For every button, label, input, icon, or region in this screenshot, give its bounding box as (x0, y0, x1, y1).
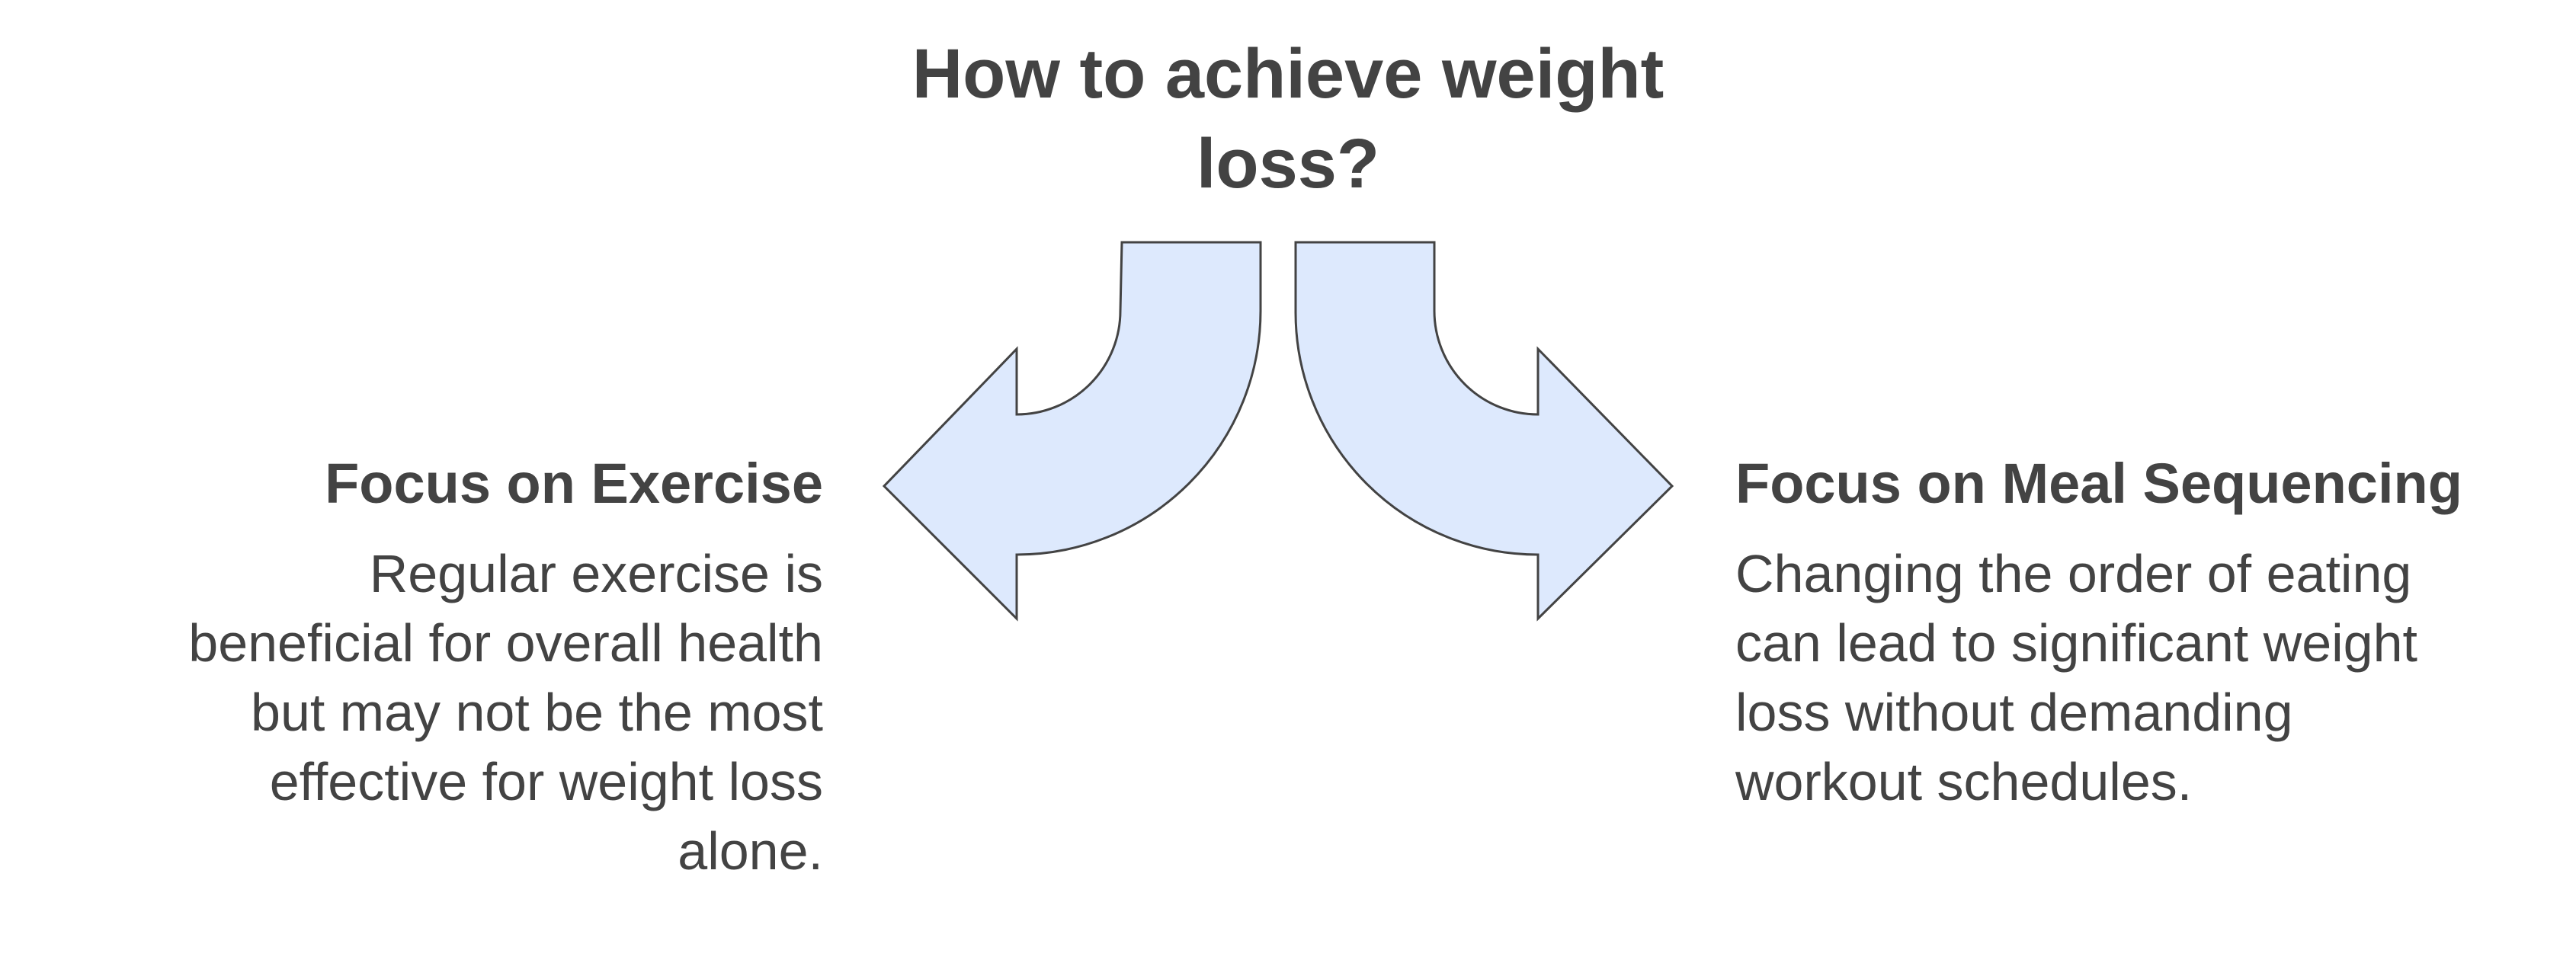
diagram-title: How to achieve weight loss? (793, 29, 1783, 209)
branch-meal-sequencing-line: loss without demanding (1735, 683, 2293, 742)
branch-exercise-line: beneficial for overall health (188, 613, 823, 673)
branch-meal-sequencing-line: can lead to significant weight (1735, 613, 2417, 673)
branch-meal-sequencing-description: Changing the order of eating can lead to… (1735, 539, 2498, 817)
branch-exercise-line: Regular exercise is (369, 544, 823, 603)
branch-meal-sequencing-line: workout schedules. (1735, 752, 2193, 811)
right-curved-arrow-icon (1294, 241, 1674, 622)
branch-meal-sequencing-line: Changing the order of eating (1735, 544, 2412, 603)
branch-exercise-line: alone. (678, 821, 823, 881)
branch-exercise-heading: Focus on Exercise (325, 452, 823, 515)
branch-exercise-line: but may not be the most (251, 683, 823, 742)
title-line-1: How to achieve weight (912, 35, 1664, 113)
branch-exercise-description: Regular exercise is beneficial for overa… (61, 539, 823, 886)
branch-meal-sequencing: Focus on Meal Sequencing Changing the or… (1735, 448, 2498, 817)
branch-exercise-line: effective for weight loss (269, 752, 823, 811)
title-line-2: loss? (1196, 125, 1380, 203)
left-curved-arrow-icon (882, 241, 1262, 622)
branch-exercise: Focus on Exercise Regular exercise is be… (61, 448, 823, 886)
branch-meal-sequencing-heading: Focus on Meal Sequencing (1735, 452, 2462, 515)
